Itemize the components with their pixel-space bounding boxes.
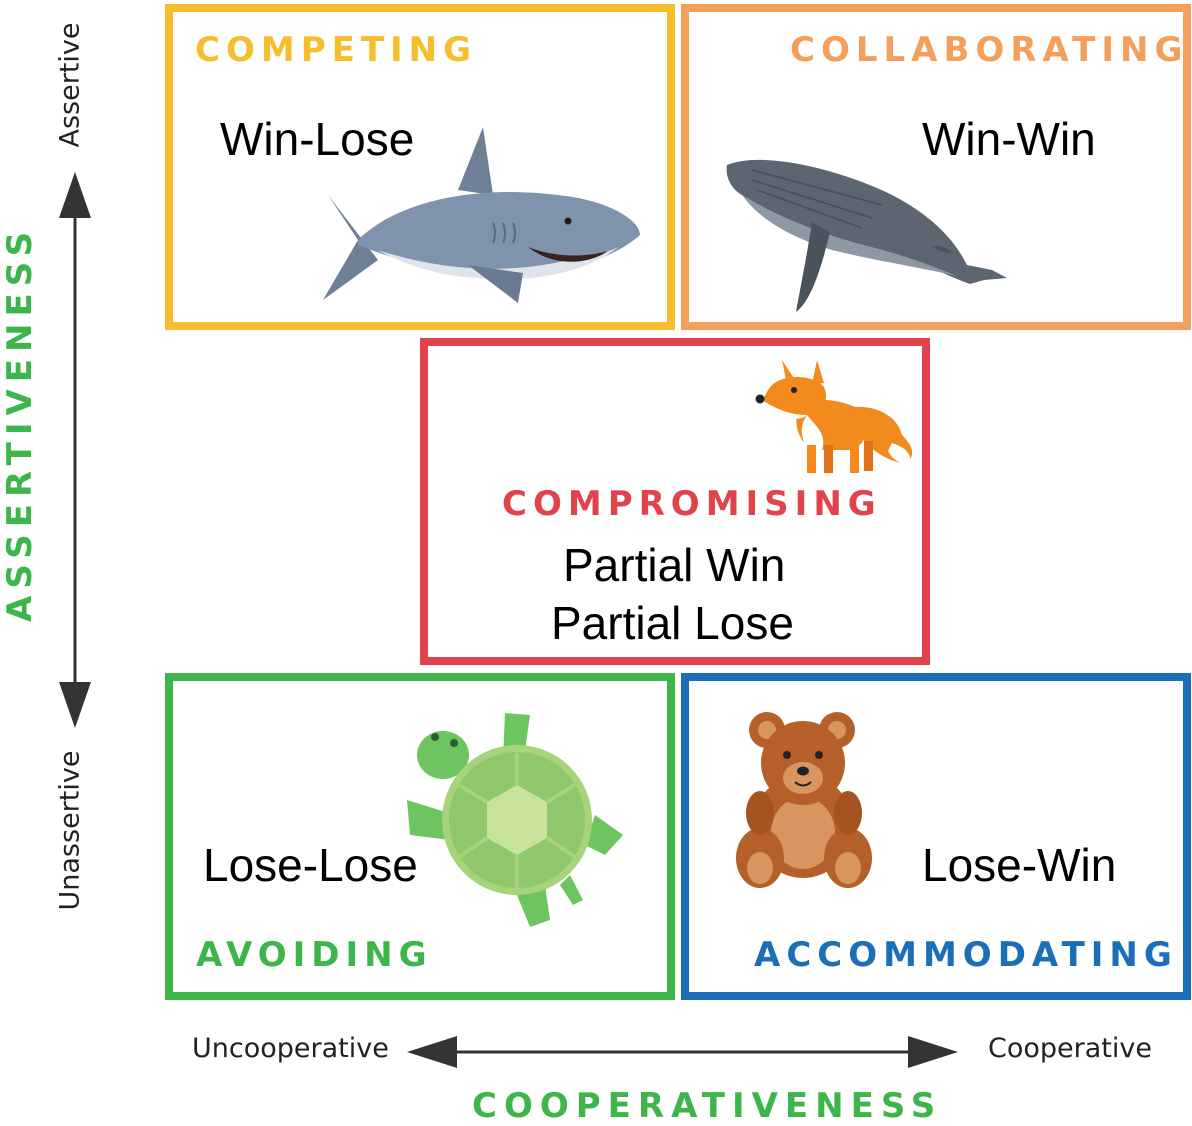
compromising-title: COMPROMISING bbox=[502, 484, 882, 524]
cooperativeness-axis-title: COOPERATIVENESS bbox=[472, 1086, 943, 1126]
whale-icon bbox=[726, 159, 1007, 312]
competing-title: COMPETING bbox=[195, 30, 478, 70]
compromising-outcome-line-2: Partial Lose bbox=[551, 597, 794, 649]
compromising-outcome-line-1: Partial Win bbox=[563, 539, 786, 591]
unassertive-label: Unassertive bbox=[54, 750, 86, 911]
assertiveness-axis-title: ASSERTIVENESS bbox=[0, 224, 40, 622]
collaborating-outcome: Win-Win bbox=[922, 113, 1096, 165]
vertical-axis-arrow bbox=[59, 172, 91, 728]
fox-icon bbox=[755, 360, 913, 473]
collaborating-title: COLLABORATING bbox=[790, 30, 1189, 70]
accommodating-outcome: Lose-Win bbox=[922, 839, 1117, 891]
competing-outcome: Win-Lose bbox=[220, 113, 415, 165]
cooperative-label: Cooperative bbox=[988, 1033, 1152, 1064]
accommodating-title: ACCOMMODATING bbox=[754, 935, 1178, 975]
competing-box bbox=[165, 4, 675, 330]
assertive-label: Assertive bbox=[54, 22, 86, 148]
shark-icon bbox=[323, 127, 640, 303]
horizontal-axis-arrow bbox=[407, 1036, 958, 1068]
uncooperative-label: Uncooperative bbox=[192, 1033, 389, 1064]
avoiding-title: AVOIDING bbox=[196, 935, 433, 975]
teddy-bear-icon bbox=[736, 712, 872, 888]
compromising-box bbox=[420, 338, 930, 665]
avoiding-outcome: Lose-Lose bbox=[203, 839, 418, 891]
turtle-icon bbox=[407, 713, 623, 927]
